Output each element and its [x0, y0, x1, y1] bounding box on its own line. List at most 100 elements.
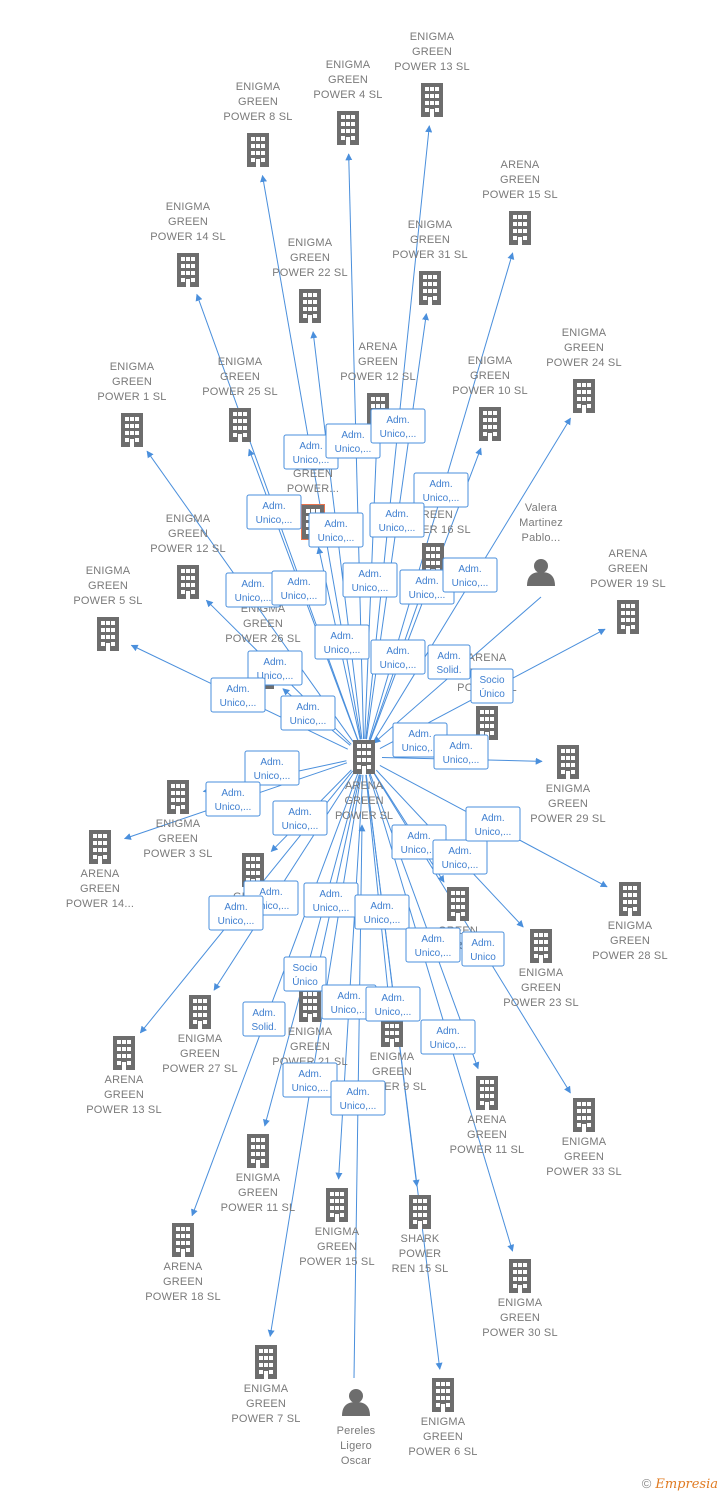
edge-role-label[interactable]: Adm.Unico,...	[280, 695, 336, 731]
edge-role-text: Adm.	[471, 938, 494, 949]
edge-role-text: Adm.	[386, 646, 409, 657]
footer-brand[interactable]: ©Empresia	[642, 1476, 718, 1492]
edge-role-label[interactable]: Adm.Solid.	[427, 644, 471, 680]
edge-role-label[interactable]: Adm.Unico,...	[308, 512, 364, 548]
edge-role-label[interactable]: Adm.Unico,...	[432, 839, 488, 875]
building-icon	[476, 1076, 498, 1110]
edge-role-label[interactable]: Adm.Unico,...	[369, 502, 425, 538]
edge-role-label[interactable]: Adm.Solid.	[242, 1001, 286, 1037]
edge-role-label[interactable]: Adm.Unico,...	[303, 882, 359, 918]
edge-role-text: Unico,...	[335, 444, 372, 455]
building-icon	[167, 780, 189, 814]
edge-role-label[interactable]: Adm.Unico,...	[370, 639, 426, 675]
edge-role-label[interactable]: Adm.Unico,...	[225, 572, 281, 608]
edge-role-label[interactable]: Adm.Unico,...	[433, 734, 489, 770]
edge-role-text: Unico,...	[282, 821, 319, 832]
edge-line	[335, 774, 364, 1180]
edge-role-label[interactable]: Adm.Unico,...	[342, 562, 398, 598]
edge-role-label[interactable]: Adm.Unico,...	[354, 894, 410, 930]
edge-role-label[interactable]: Adm.Unico	[461, 931, 505, 967]
edge-role-label[interactable]: Adm.Unico,...	[325, 423, 381, 459]
edge-role-label[interactable]: Adm.Unico,...	[208, 895, 264, 931]
edge-role-label[interactable]: Adm.Unico,...	[205, 781, 261, 817]
edge-role-label[interactable]: Adm.Unico,...	[365, 986, 421, 1022]
edge-role-label[interactable]: Adm.Unico,...	[244, 750, 300, 786]
edge-role-label[interactable]: Adm.Unico,...	[282, 1062, 338, 1098]
edge-role-text: Unico,...	[352, 583, 389, 594]
building-icon	[229, 408, 251, 442]
edge-role-label[interactable]: Adm.Unico,...	[442, 557, 498, 593]
edge-role-text: Unico,...	[290, 716, 327, 727]
edge-role-label[interactable]: Adm.Unico,...	[210, 677, 266, 713]
edge-role-label[interactable]: Adm.Unico,...	[420, 1019, 476, 1055]
edge-role-label[interactable]: Adm.Unico,...	[405, 927, 461, 963]
edge-role-label[interactable]: Adm.Unico,...	[247, 650, 303, 686]
edge-role-text: Adm.	[288, 807, 311, 818]
edge-role-text: Adm.	[481, 813, 504, 824]
person-icon	[527, 559, 555, 586]
building-icon	[573, 1098, 595, 1132]
edge-role-label[interactable]: Adm.Unico,...	[314, 624, 370, 660]
edge-role-label[interactable]: Adm. Unico,...	[272, 800, 328, 836]
edge-role-label[interactable]: Adm.Unico,...	[246, 494, 302, 530]
edge-role-label[interactable]: Adm.Unico,...	[370, 408, 426, 444]
building-icon	[89, 830, 111, 864]
edge-role-text: Adm.	[415, 576, 438, 587]
building-icon	[121, 413, 143, 447]
building-icon	[172, 1223, 194, 1257]
edge-role-text: Unico,...	[452, 578, 489, 589]
edge-role-label[interactable]: Adm.Unico,...	[465, 806, 521, 842]
edge-line	[365, 774, 443, 1370]
edge-role-label[interactable]: Adm.Unico,...	[330, 1080, 386, 1116]
edge-role-label[interactable]: Adm.Unico,...	[413, 472, 469, 508]
edge-role-label[interactable]: Adm.Unico,...	[271, 570, 327, 606]
edge-role-text: Adm.	[298, 1069, 321, 1080]
